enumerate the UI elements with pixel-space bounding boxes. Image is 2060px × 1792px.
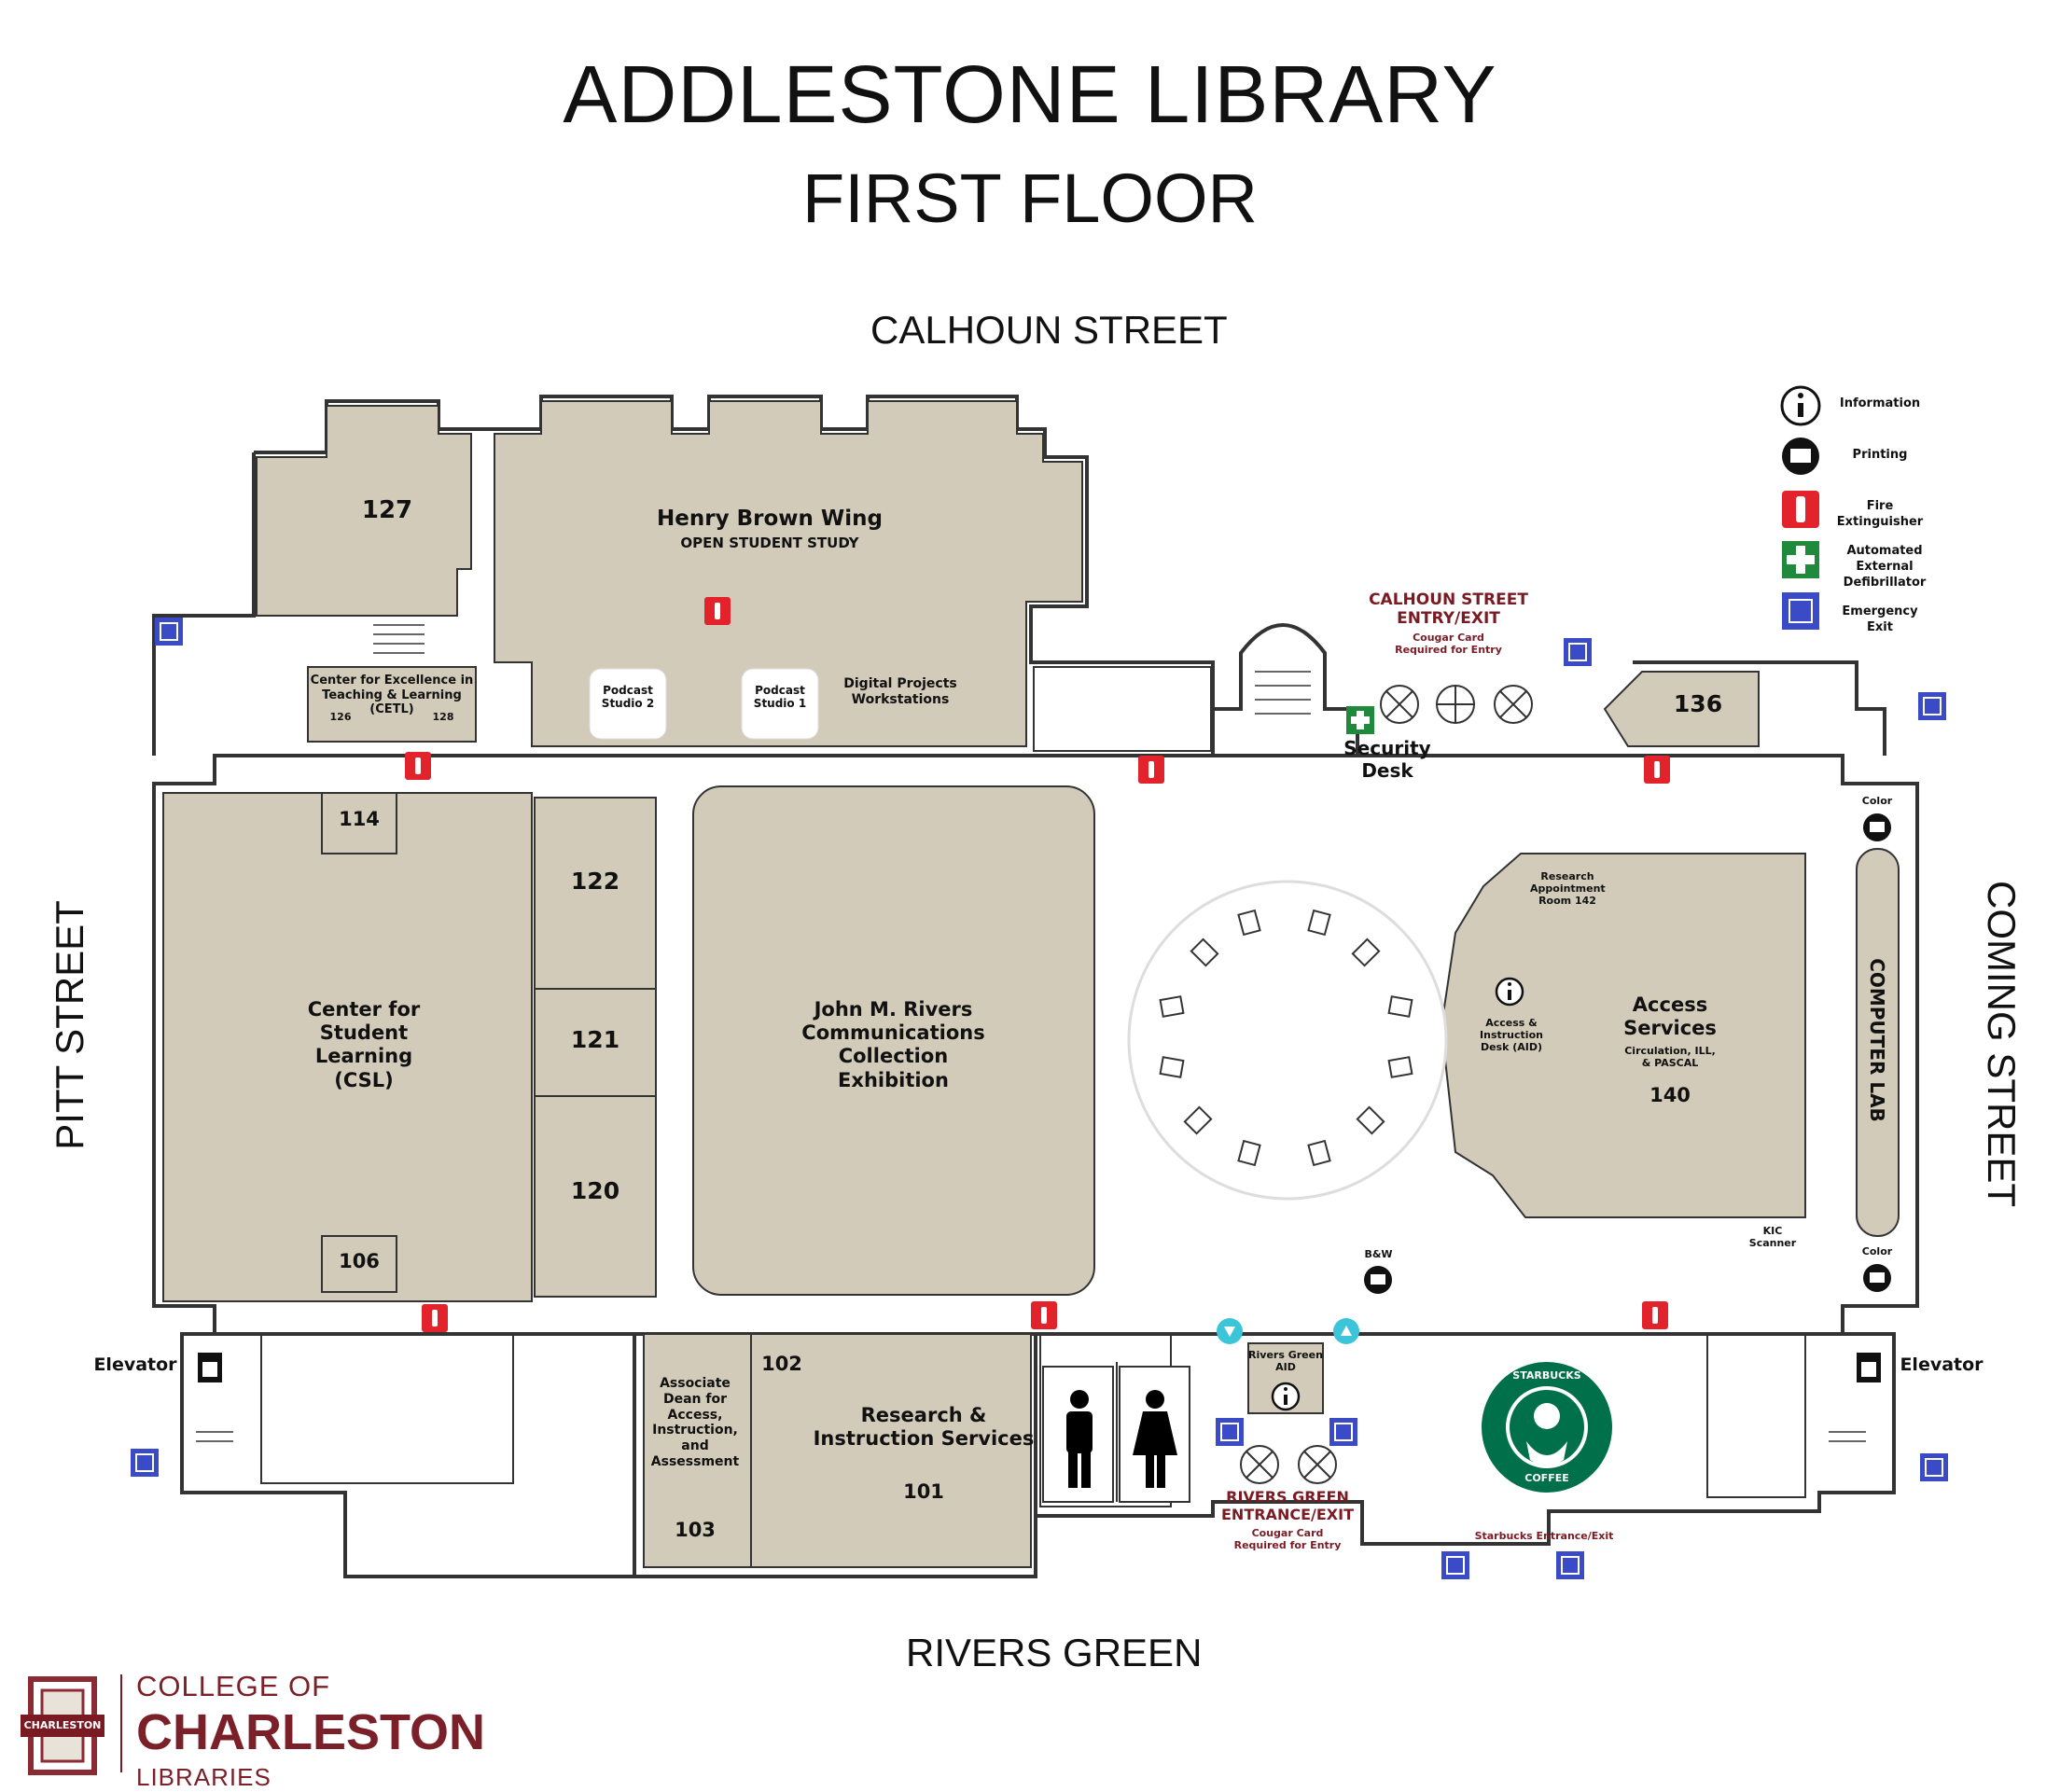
emergency-exit-icon xyxy=(1782,592,1819,630)
emergency-exit-icon xyxy=(1918,692,1946,720)
access-services-fill xyxy=(1440,853,1806,1218)
emergency-exit-icon xyxy=(131,1449,159,1477)
room-126-label: 126 xyxy=(329,711,352,723)
information-markers xyxy=(1271,977,1524,1411)
room-122-label: 122 xyxy=(570,868,620,895)
emergency-exit-icon xyxy=(1556,1551,1584,1579)
rivers-green-turnstiles xyxy=(1240,1445,1337,1484)
room-106-fill xyxy=(321,1235,397,1293)
room-136-fill xyxy=(1603,671,1760,747)
bw-printer-label: B&W xyxy=(1364,1248,1393,1260)
calhoun-entry-label: CALHOUN STREET ENTRY/EXIT xyxy=(1369,590,1528,629)
room-121-fill xyxy=(534,988,657,1097)
room-csl-fill xyxy=(162,792,533,1302)
computer-lab-fill xyxy=(1856,848,1900,1237)
cetl-label: Center for Excellence in Teaching & Lear… xyxy=(310,674,474,717)
legend-information-label: Information xyxy=(1839,396,1921,410)
rivers-green-aid-label: Rivers Green AID xyxy=(1248,1349,1323,1374)
kic-scanner-label: KIC Scanner xyxy=(1748,1225,1797,1250)
starbucks-logo-top-text: STARBUCKS xyxy=(1512,1369,1581,1382)
interior-walls xyxy=(260,666,1806,1507)
emergency-exit-icon xyxy=(1564,638,1592,666)
legend-printing-label: Printing xyxy=(1852,448,1908,462)
street-north-label: CALHOUN STREET xyxy=(870,308,1228,352)
room-114-label: 114 xyxy=(339,808,380,830)
logo-seal-text: CHARLESTON xyxy=(23,1719,102,1731)
emergency-exit-icon xyxy=(1920,1453,1948,1481)
legend-fire-extinguisher-label: Fire Extinguisher xyxy=(1836,499,1924,529)
room-fills xyxy=(162,400,1900,1568)
emergency-exit-icon xyxy=(1441,1551,1469,1579)
room-101-fill xyxy=(750,1333,1032,1568)
henry-brown-wing-label: Henry Brown Wing xyxy=(657,507,883,531)
room-140-label: 140 xyxy=(1649,1084,1691,1106)
access-services-sublabel: Circulation, ILL, & PASCAL xyxy=(1624,1045,1716,1070)
legend-icons xyxy=(1780,385,1821,630)
rivers-collection-fill xyxy=(692,785,1095,1296)
podcast-studio-2-box xyxy=(589,668,667,740)
associate-dean-label: Associate Dean for Access, Instruction, … xyxy=(650,1376,740,1469)
elevator-right-label: Elevator xyxy=(1900,1354,1983,1375)
security-desk-label: Security Desk xyxy=(1343,737,1431,782)
rivers-green-entry-label: RIVERS GREEN ENTRANCE/EXIT xyxy=(1221,1488,1354,1524)
building-outline xyxy=(152,395,1919,1578)
college-logo-wordmark: COLLEGE OF CHARLESTON LIBRARIES xyxy=(136,1670,485,1792)
starbucks-entry-label: Starbucks Entrance/Exit xyxy=(1474,1530,1614,1542)
college-seal-logo xyxy=(21,1676,104,1775)
podcast-studio-1-box xyxy=(741,668,819,740)
podcast-studio-1-label: Podcast Studio 1 xyxy=(753,684,807,711)
room-103-fill xyxy=(643,1333,752,1568)
room-136-label: 136 xyxy=(1673,690,1723,717)
starbucks-logo xyxy=(1482,1362,1612,1493)
emergency-exit-icon xyxy=(155,618,183,646)
women-restroom-icon xyxy=(1133,1390,1177,1488)
cetl-fill xyxy=(307,666,477,743)
legend-aed-label: Automated External Defibrillator xyxy=(1843,544,1927,590)
research-instruction-label: Research & Instruction Services xyxy=(813,1404,1035,1451)
room-127-fill xyxy=(256,405,472,617)
podcast-studio-2-label: Podcast Studio 2 xyxy=(601,684,655,711)
legend-emergency-exit-label: Emergency Exit xyxy=(1842,604,1918,634)
room-120-label: 120 xyxy=(570,1177,620,1204)
logo-college-of: COLLEGE OF xyxy=(136,1670,331,1702)
room-127-label: 127 xyxy=(361,496,413,524)
room-120-fill xyxy=(534,1095,657,1298)
calhoun-entry-note: Cougar Card Required for Entry xyxy=(1395,632,1502,657)
emergency-exit-icon xyxy=(1216,1418,1244,1446)
printer-markers xyxy=(1364,813,1891,1294)
room-128-label: 128 xyxy=(432,711,454,723)
room-114-fill xyxy=(321,792,397,854)
map-title: ADDLESTONE LIBRARY xyxy=(563,49,1497,140)
rivers-green-entry-note: Cougar Card Required for Entry xyxy=(1233,1527,1342,1552)
computer-lab-label: COMPUTER LAB xyxy=(1866,958,1888,1122)
street-south-label: RIVERS GREEN xyxy=(906,1631,1203,1674)
room-103-label: 103 xyxy=(675,1519,716,1541)
access-services-label: Access Services xyxy=(1623,993,1717,1040)
henry-brown-wing-sublabel: OPEN STUDENT STUDY xyxy=(680,535,859,551)
logo-charleston: CHARLESTON xyxy=(136,1704,486,1760)
room-121-label: 121 xyxy=(570,1026,620,1053)
restrooms xyxy=(1042,1366,1190,1503)
room-106-label: 106 xyxy=(339,1250,380,1272)
rivers-collection-label: John M. Rivers Communications Collection… xyxy=(801,998,985,1091)
floor-subtitle: FIRST FLOOR xyxy=(802,160,1258,237)
digital-projects-label: Digital Projects Workstations xyxy=(843,676,957,707)
emergency-exit-icon xyxy=(1329,1418,1357,1446)
starbucks-logo-bottom-text: COFFEE xyxy=(1524,1472,1569,1484)
henry-brown-wing-fill xyxy=(494,400,1083,747)
color-printer-bottom-label: Color xyxy=(1861,1245,1893,1257)
csl-label: Center for Student Learning (CSL) xyxy=(307,998,421,1091)
men-restroom-icon xyxy=(1066,1390,1093,1488)
research-appointment-label: Research Appointment Room 142 xyxy=(1530,870,1606,908)
stairs xyxy=(196,624,1866,1442)
color-printer-top-label: Color xyxy=(1861,795,1893,807)
room-101-label: 101 xyxy=(903,1480,944,1503)
calhoun-turnstiles xyxy=(1380,685,1533,724)
rotunda xyxy=(1127,880,1448,1201)
room-102-label: 102 xyxy=(761,1353,802,1375)
logo-libraries: LIBRARIES xyxy=(136,1763,271,1791)
elevator-left-label: Elevator xyxy=(93,1354,177,1375)
aid-label: Access & Instruction Desk (AID) xyxy=(1480,1017,1543,1054)
